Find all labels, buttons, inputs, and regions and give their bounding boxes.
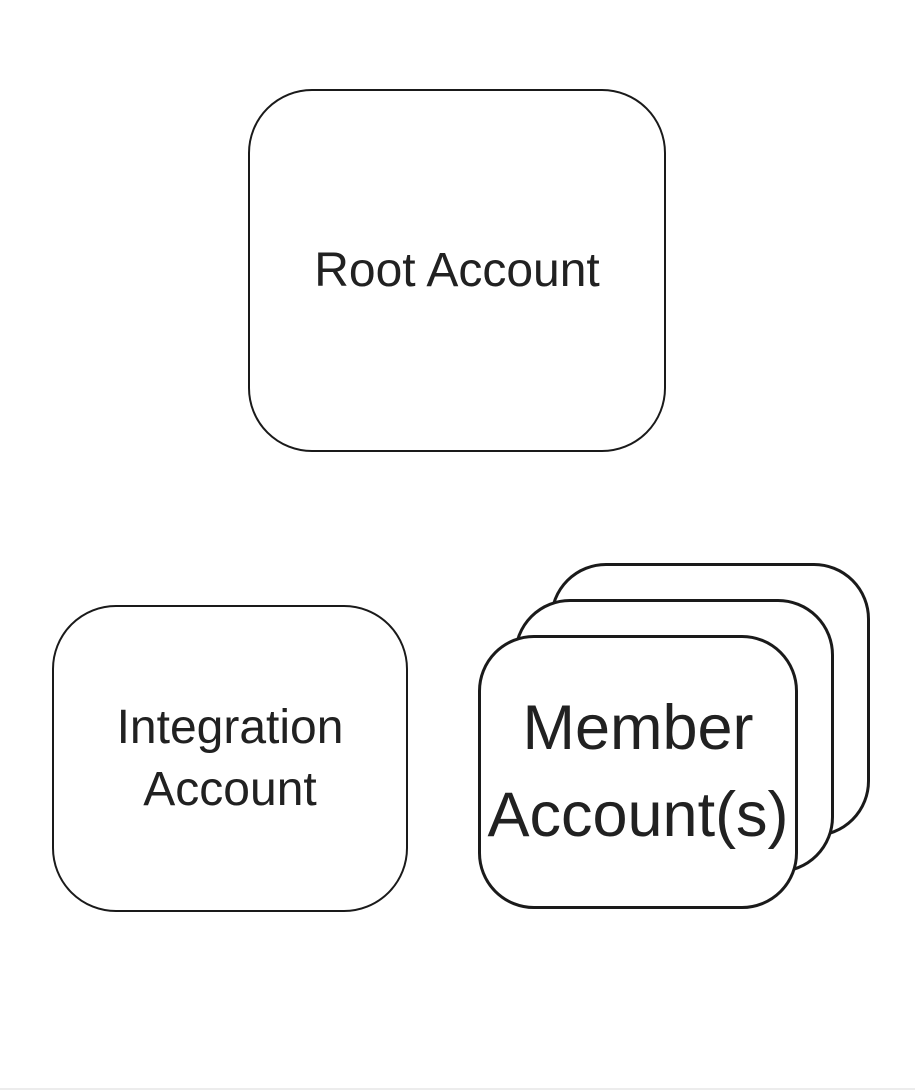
integration-account-label: Integration Account (116, 700, 344, 816)
member-accounts-label: Member Account(s) (487, 693, 789, 850)
root-account-label: Root Account (314, 243, 600, 297)
root-account-node: Root Account (248, 89, 666, 452)
member-account-card-front: Member Account(s) (478, 635, 798, 909)
integration-account-node: Integration Account (52, 605, 408, 912)
bottom-divider (0, 1088, 915, 1090)
